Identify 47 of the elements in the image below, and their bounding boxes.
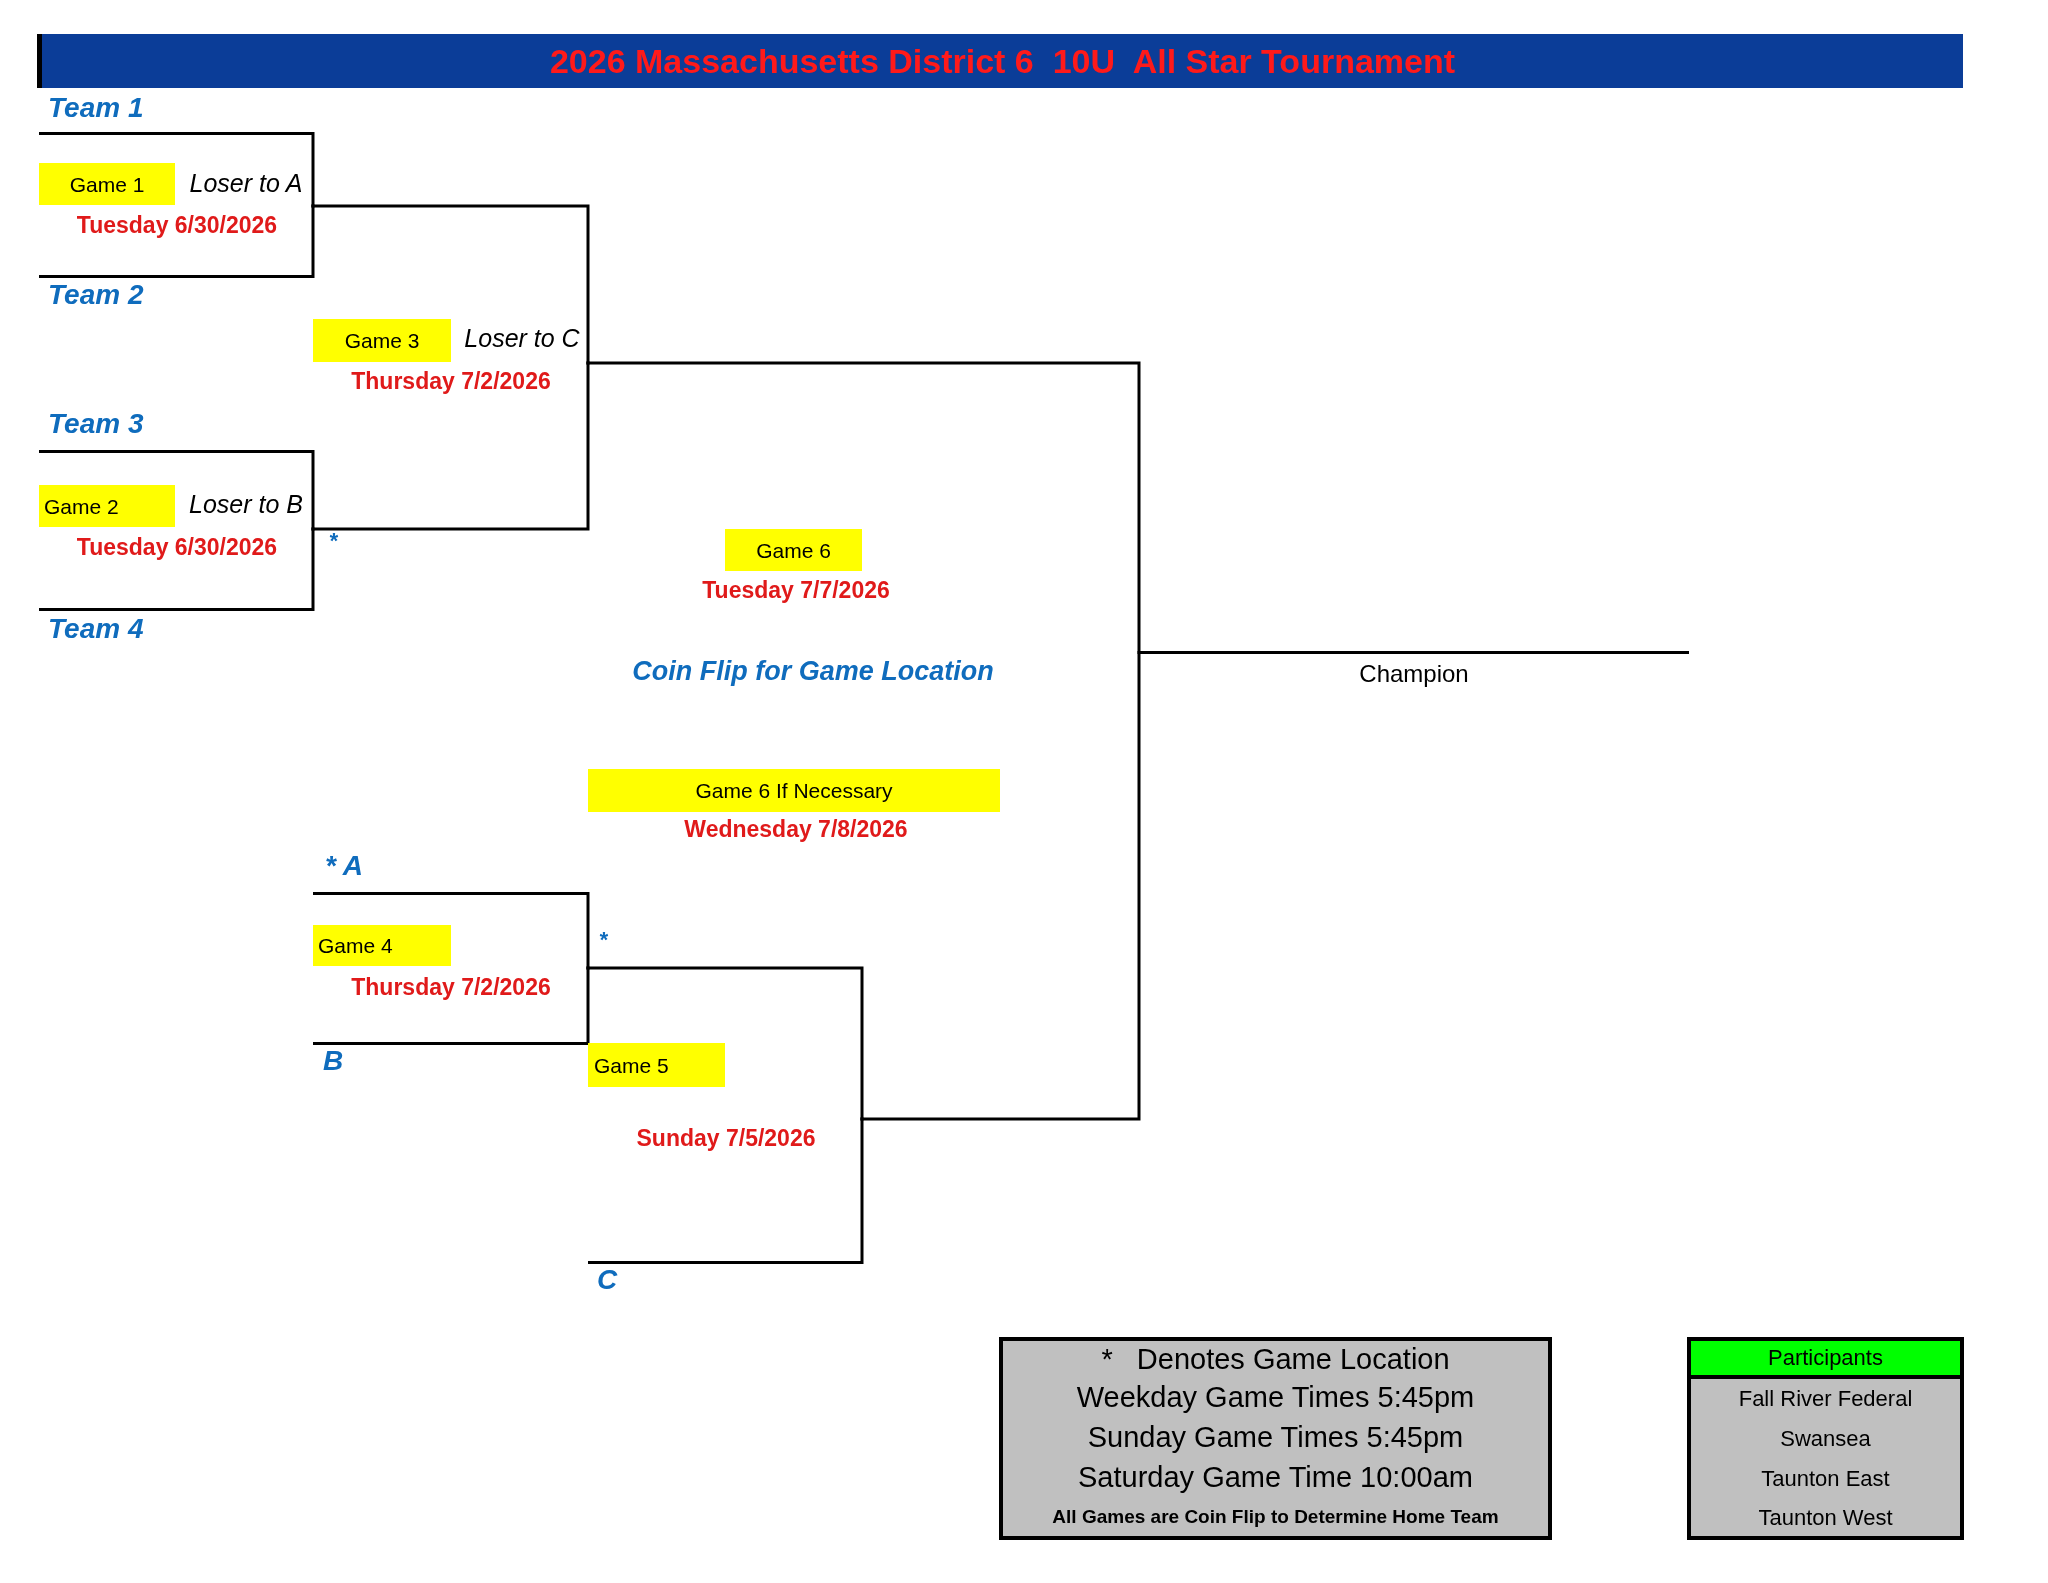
team-slot: * A xyxy=(313,853,588,895)
team-slot: Team 2 xyxy=(39,275,313,315)
game-date: Tuesday 6/30/2026 xyxy=(76,213,278,237)
note-text: Sunday Game Times 5:45pm xyxy=(1087,1422,1464,1452)
location-asterisk: * xyxy=(328,530,338,552)
game-date: Tuesday 7/7/2026 xyxy=(702,578,890,602)
game-date: Thursday 7/2/2026 xyxy=(351,369,551,393)
participants-table xyxy=(1687,1337,1964,1540)
location-asterisk: * xyxy=(598,929,608,951)
loser-note: Loser to A xyxy=(189,170,303,196)
game-label: Game 6 xyxy=(725,529,862,571)
bracket-line xyxy=(586,892,590,970)
bracket-line xyxy=(586,966,590,1045)
participants-header: Participants xyxy=(1691,1341,1960,1379)
participant-name: Taunton East xyxy=(1761,1468,1890,1490)
game-label: Game 2 xyxy=(39,485,175,527)
champion-slot: Champion xyxy=(1139,651,1689,691)
loser-note: Loser to C xyxy=(464,325,580,351)
team-slot: C xyxy=(588,1261,862,1301)
game-label: Game 5 xyxy=(588,1043,725,1087)
participant-name: Fall River Federal xyxy=(1738,1388,1913,1410)
note-text: * Denotes Game Location xyxy=(1101,1344,1450,1374)
info-panel xyxy=(999,1337,1552,1540)
game-label: Game 4 xyxy=(313,925,451,966)
note-text: Coin Flip for Game Location xyxy=(632,657,994,685)
title: 2026 Massachusetts District 6 10U All Star Tournament xyxy=(549,44,1456,78)
game-label: Game 6 If Necessary xyxy=(588,769,1000,812)
game-label: Game 3 xyxy=(313,319,451,362)
note-text: Weekday Game Times 5:45pm xyxy=(1076,1382,1475,1412)
game-label: Game 1 xyxy=(39,163,175,205)
team-slot: Team 4 xyxy=(39,608,313,648)
game-date: Tuesday 6/30/2026 xyxy=(76,535,278,559)
bracket-line xyxy=(311,204,315,278)
participant-name: Swansea xyxy=(1780,1428,1871,1450)
game-date: Sunday 7/5/2026 xyxy=(636,1126,816,1150)
note-text: Saturday Game Time 10:00am xyxy=(1078,1462,1473,1492)
team-slot: Team 1 xyxy=(39,94,313,135)
bracket-line xyxy=(311,132,315,208)
game-date: Wednesday 7/8/2026 xyxy=(684,817,908,841)
bracket-line xyxy=(311,450,315,531)
note-text: All Games are Coin Flip to Determine Home Team xyxy=(1052,1507,1499,1526)
participant-name: Taunton West xyxy=(1758,1506,1893,1529)
team-slot: Team 3 xyxy=(39,411,313,453)
bracket-line xyxy=(860,1117,864,1264)
loser-note: Loser to B xyxy=(189,491,303,517)
bracket-line xyxy=(311,527,315,611)
game-date: Thursday 7/2/2026 xyxy=(351,975,551,999)
